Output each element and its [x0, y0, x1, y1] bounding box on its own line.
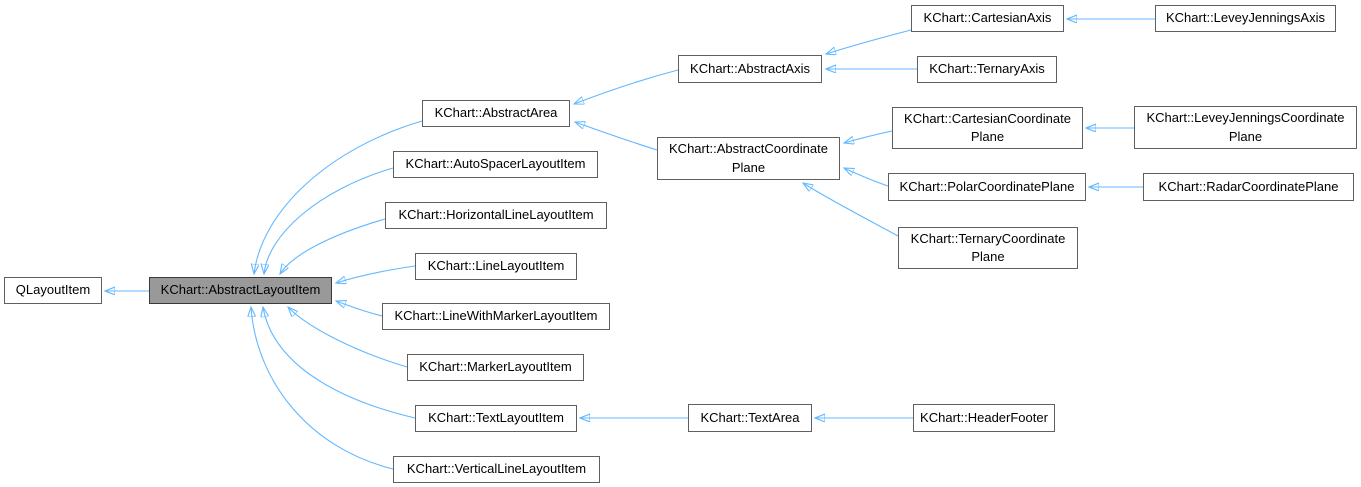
edge-markerlayoutitem-to-abstractlayoutitem	[288, 307, 408, 368]
node-kchart-polarcoordinateplane[interactable]: KChart::PolarCoordinatePlane	[888, 173, 1086, 201]
node-kchart-textlayoutitem[interactable]: KChart::TextLayoutItem	[415, 405, 577, 432]
node-kchart-textarea[interactable]: KChart::TextArea	[688, 404, 812, 432]
edge-linewithmarkerlayoutitem-to-abstractlayoutitem	[336, 301, 383, 317]
node-kchart-autospacerlayoutitem[interactable]: KChart::AutoSpacerLayoutItem	[393, 151, 598, 178]
node-kchart-radarcoordinateplane[interactable]: KChart::RadarCoordinatePlane	[1143, 173, 1354, 201]
node-kchart-abstractcoordinateplane[interactable]: KChart::AbstractCoordinate Plane	[657, 137, 840, 180]
edge-polarcoordinateplane-to-abstractcoordinateplane	[844, 168, 889, 187]
node-kchart-linewithmarkerlayoutitem[interactable]: KChart::LineWithMarkerLayoutItem	[382, 303, 610, 330]
node-kchart-verticallinelayoutitem[interactable]: KChart::VerticalLineLayoutItem	[393, 456, 600, 483]
node-kchart-horizontallinelayoutitem[interactable]: KChart::HorizontalLineLayoutItem	[385, 202, 607, 229]
node-kchart-abstractlayoutitem: KChart::AbstractLayoutItem	[149, 277, 332, 304]
node-kchart-cartesianaxis[interactable]: KChart::CartesianAxis	[911, 5, 1064, 32]
edge-verticallinelayoutitem-to-abstractlayoutitem	[251, 307, 394, 470]
edge-linelayoutitem-to-abstractlayoutitem	[336, 265, 416, 283]
edge-abstractaxis-to-abstractarea	[574, 69, 679, 104]
node-kchart-linelayoutitem[interactable]: KChart::LineLayoutItem	[415, 253, 577, 280]
node-kchart-ternaryaxis[interactable]: KChart::TernaryAxis	[917, 56, 1057, 83]
node-kchart-abstractaxis[interactable]: KChart::AbstractAxis	[678, 55, 822, 83]
node-kchart-cartesiancoordinateplane[interactable]: KChart::CartesianCoordinate Plane	[892, 107, 1083, 149]
edge-cartesiancoordinateplane-to-abstractcoordinateplane	[844, 130, 893, 143]
edge-abstractcoordinateplane-to-abstractarea	[575, 122, 658, 151]
node-kchart-leveyjenningscoordinateplane[interactable]: KChart::LeveyJenningsCoordinate Plane	[1134, 106, 1357, 149]
node-kchart-ternarycoordinateplane[interactable]: KChart::TernaryCoordinate Plane	[898, 227, 1078, 269]
edge-abstractarea-to-abstractlayoutitem	[254, 120, 423, 274]
node-kchart-headerfooter[interactable]: KChart::HeaderFooter	[913, 404, 1055, 432]
node-qlayoutitem[interactable]: QLayoutItem	[4, 277, 102, 304]
node-kchart-abstractarea[interactable]: KChart::AbstractArea	[422, 100, 570, 127]
edge-autospacerlayoutitem-to-abstractlayoutitem	[264, 167, 394, 274]
edge-cartesianaxis-to-abstractaxis	[826, 29, 912, 54]
node-kchart-leveyjenningsaxis[interactable]: KChart::LeveyJenningsAxis	[1155, 5, 1336, 32]
node-kchart-markerlayoutitem[interactable]: KChart::MarkerLayoutItem	[407, 354, 584, 381]
edge-horizontallinelayoutitem-to-abstractlayoutitem	[280, 218, 386, 274]
edge-textlayoutitem-to-abstractlayoutitem	[263, 307, 416, 419]
edge-ternarycoordinateplane-to-abstractcoordinateplane	[803, 183, 899, 237]
